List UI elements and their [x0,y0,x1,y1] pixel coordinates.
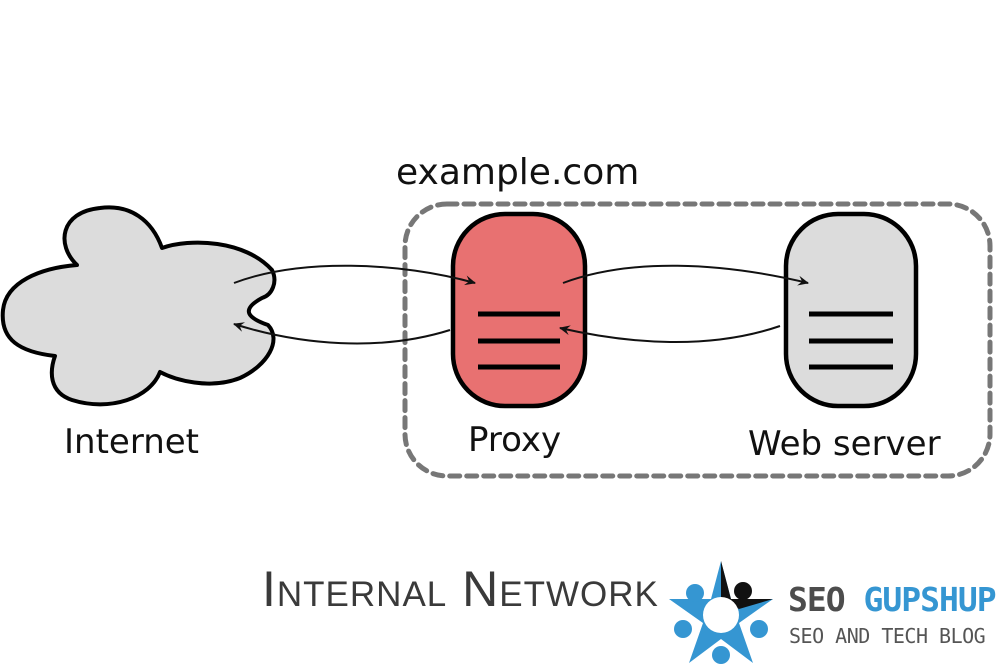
proxy-label: Proxy [468,420,562,460]
arrow-proxy-to-internet [233,322,451,345]
watermark-title: SEO GUPSHUP [788,580,997,619]
web-server-icon [783,211,919,409]
internal-network-caption: Internal Network [262,561,659,617]
domain-label: example.com [396,152,640,193]
watermark-subtitle: SEO AND TECH BLOG [789,624,986,648]
watermark-title-seo: SEO [788,580,864,619]
seo-gupshup-logo-icon [669,561,773,664]
web-server-label: Web server [748,424,941,464]
arrow-internet-to-proxy [233,264,476,286]
arrow-proxy-to-webserver [562,264,809,286]
internet-cloud-icon [0,205,277,407]
internet-label: Internet [64,422,200,462]
arrow-webserver-to-proxy [559,325,781,343]
watermark-title-gupshup: GUPSHUP [863,580,996,619]
proxy-server-icon [450,211,588,409]
